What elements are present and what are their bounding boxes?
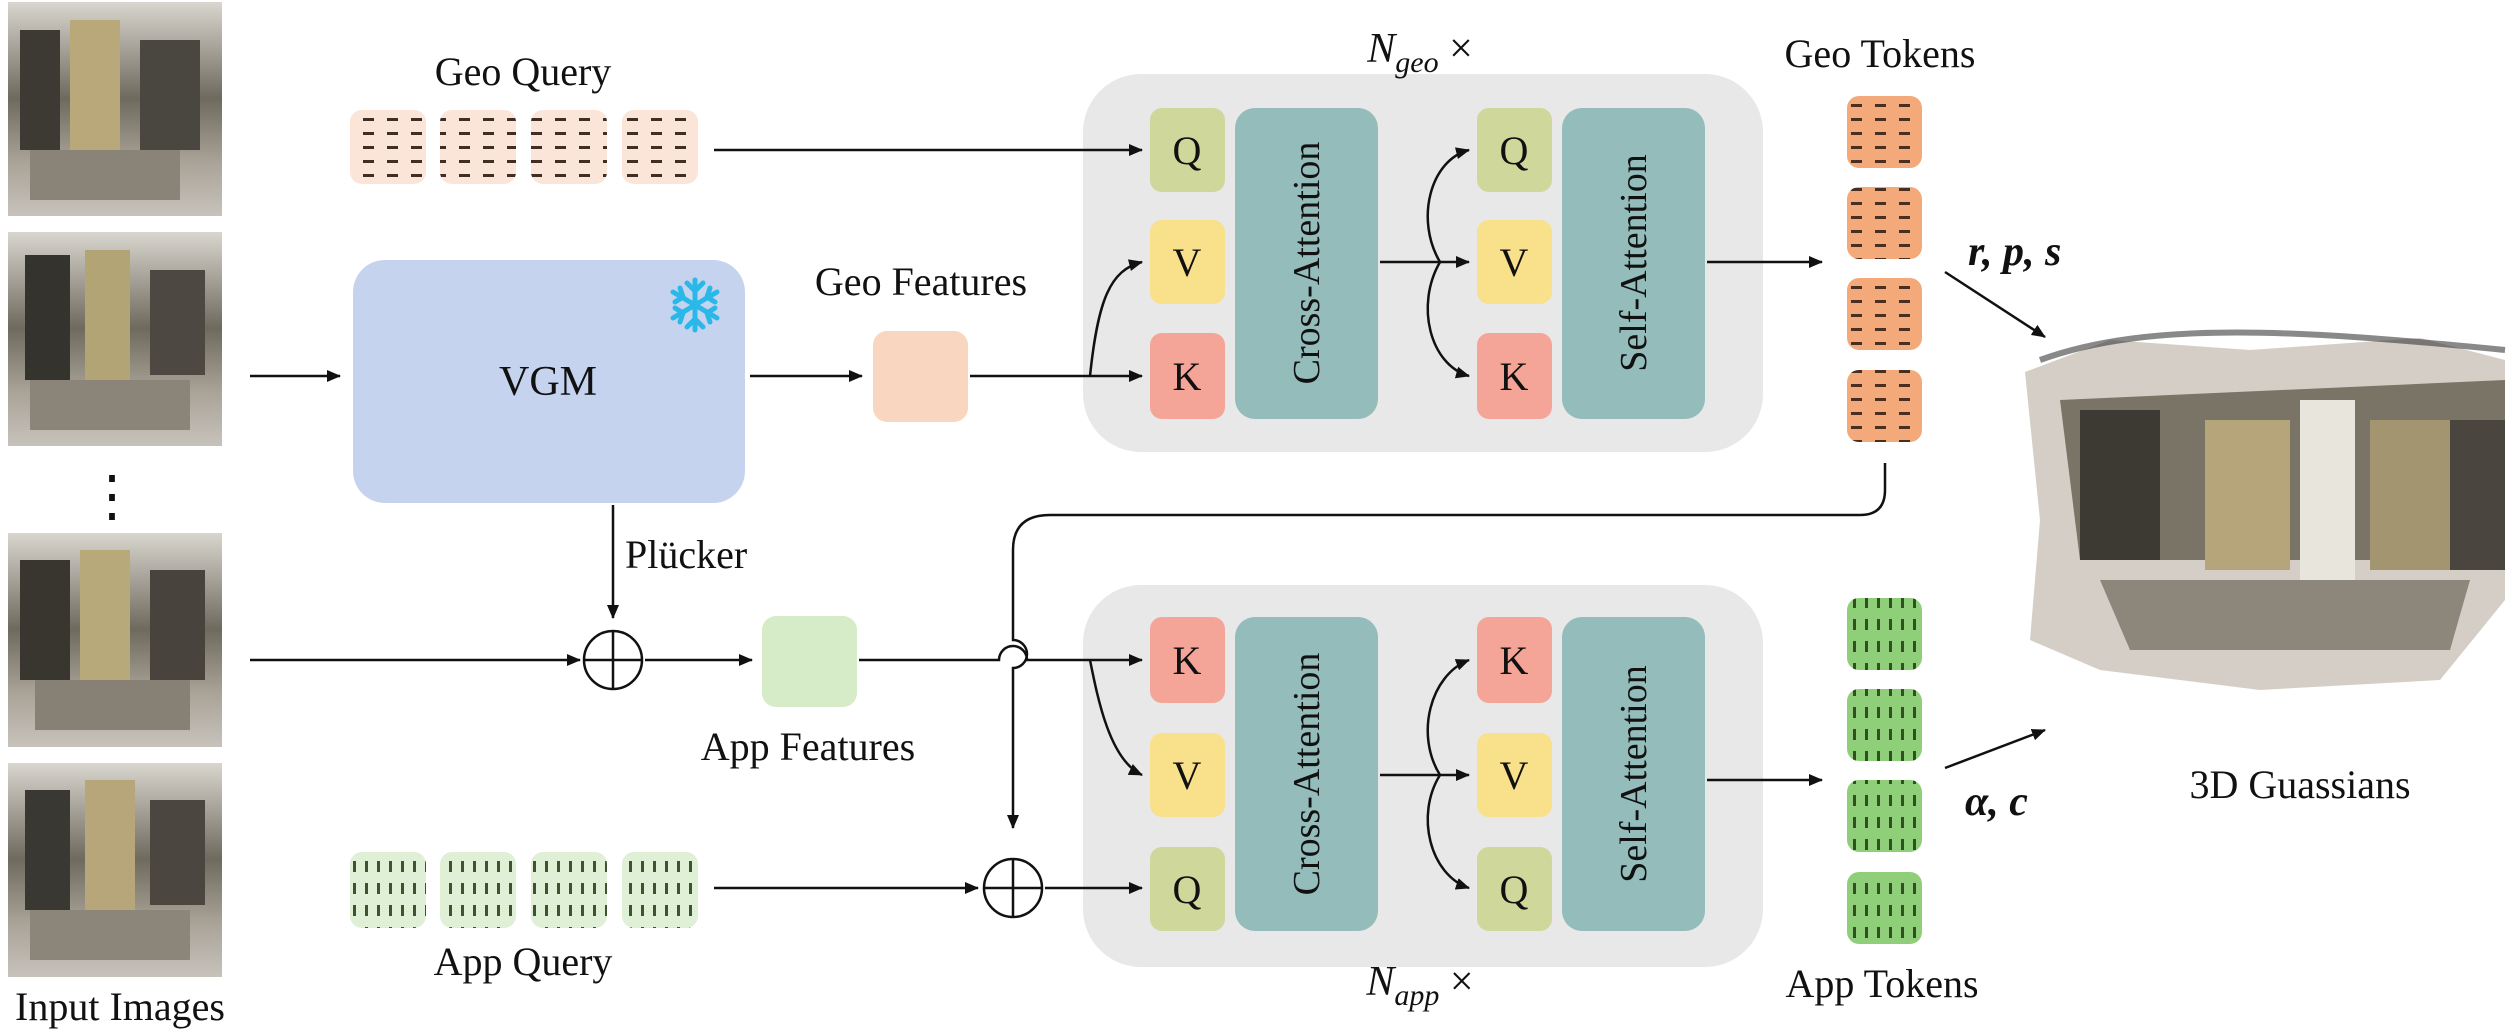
- output-label: 3D Guassians: [2189, 762, 2410, 807]
- geo-outputs-label: r, p, s: [1968, 229, 2061, 275]
- geo-v-label: V: [1173, 240, 1202, 285]
- app-tokens-label: App Tokens: [1785, 961, 1978, 1006]
- geo-cross-attention-label: Cross-Attention: [1286, 142, 1328, 385]
- app-cross-attention-block: [1235, 617, 1378, 931]
- ellipsis: ⋮: [84, 464, 140, 529]
- add-operator: [582, 629, 644, 691]
- geo-v2-block: [1477, 220, 1552, 304]
- app-q-label: Q: [1173, 867, 1202, 912]
- rendered-scene-image: [2025, 329, 2506, 690]
- app-tokens: [1847, 598, 1922, 944]
- app-v2-block: [1477, 733, 1552, 817]
- n-geo-label: Ngeo ×: [1366, 26, 1473, 79]
- geo-self-attention-block: [1562, 108, 1705, 419]
- n-app-label: Napp ×: [1365, 959, 1473, 1012]
- input-image-2: [8, 232, 222, 446]
- add-operator-app: [982, 857, 1044, 919]
- app-v-block: [1150, 733, 1225, 817]
- vgm-block: [353, 260, 745, 503]
- geo-k2-label: K: [1500, 354, 1529, 399]
- plucker-label: Plücker: [625, 532, 747, 577]
- input-image-3: [8, 533, 222, 747]
- geo-v-block: [1150, 220, 1225, 304]
- geo-self-attention-label: Self-Attention: [1613, 154, 1655, 371]
- geo-k2-block: [1477, 333, 1552, 419]
- app-v2-label: V: [1500, 753, 1529, 798]
- geo-k-block: [1150, 333, 1225, 419]
- app-q2-label: Q: [1500, 867, 1529, 912]
- geo-query-label: Geo Query: [435, 49, 612, 94]
- geo-q2-label: Q: [1500, 128, 1529, 173]
- geo-features-label: Geo Features: [815, 259, 1027, 304]
- app-cross-attention-label: Cross-Attention: [1286, 653, 1328, 896]
- app-outputs-label: α, c: [1965, 779, 2028, 825]
- geo-feature-block: [873, 331, 968, 422]
- app-self-attention-block: [1562, 617, 1705, 931]
- app-features-label: App Features: [701, 724, 915, 769]
- geo-v2-label: V: [1500, 240, 1529, 285]
- app-q-block: [1150, 847, 1225, 931]
- geo-q-label: Q: [1173, 128, 1202, 173]
- geo-q-block: [1150, 108, 1225, 192]
- app-k2-block: [1477, 617, 1552, 703]
- input-image-1: [8, 2, 222, 216]
- app-k-block: [1150, 617, 1225, 703]
- app-q2-block: [1477, 847, 1552, 931]
- input-images-label: Input Images: [15, 984, 225, 1029]
- app-self-attention-label: Self-Attention: [1613, 665, 1655, 882]
- vgm-label: VGM: [499, 359, 597, 405]
- geo-k-label: K: [1173, 354, 1202, 399]
- geo-query-tokens: [350, 110, 698, 184]
- input-image-4: [8, 763, 222, 977]
- app-v-label: V: [1173, 753, 1202, 798]
- geo-cross-attention-block: [1235, 108, 1378, 419]
- app-k-label: K: [1173, 638, 1202, 683]
- snowflake-icon: [670, 277, 720, 333]
- geo-tokens-label: Geo Tokens: [1785, 31, 1976, 76]
- app-query-tokens: [350, 852, 698, 928]
- app-k2-label: K: [1500, 638, 1529, 683]
- app-feature-block: [762, 616, 857, 707]
- geo-tokens: [1847, 96, 1922, 442]
- app-query-label: App Query: [434, 939, 613, 984]
- geo-q2-block: [1477, 108, 1552, 192]
